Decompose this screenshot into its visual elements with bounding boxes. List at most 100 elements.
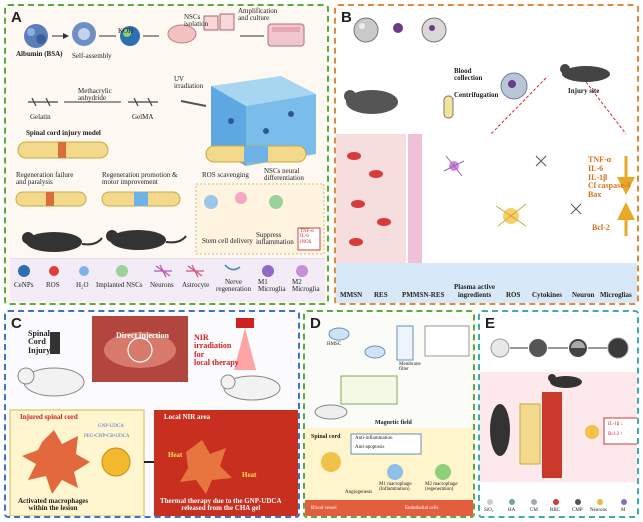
m1-macrophage-label: M1 macrophage (Inflammation) xyxy=(379,482,412,493)
cytokine-il1b: IL-1β xyxy=(588,172,608,182)
injury-site-label: Injury site xyxy=(568,87,600,95)
vesicle-box xyxy=(424,325,470,357)
blood-vessel xyxy=(336,134,406,264)
panel-b: B Blood collection Centrifugation Injury… xyxy=(334,4,639,305)
panel-b-legend-bg xyxy=(336,263,637,303)
regeneration-promotion-icon xyxy=(101,191,181,207)
res-molecule-icon xyxy=(393,23,403,33)
panel-d: D Membrane filter HMSC Magnetic field Sp… xyxy=(303,310,475,518)
neuron-cells xyxy=(443,155,527,227)
ros-legend-icon xyxy=(49,266,59,276)
neuron-legend-icon xyxy=(154,264,172,278)
nsc-legend-icon xyxy=(116,265,128,277)
koh-label: KOH xyxy=(118,27,134,35)
vessel-wall xyxy=(542,392,562,478)
neuron-icon xyxy=(321,452,341,472)
panel-e: E IL-1β ↓ Bcl-2 ↑ SiO₂ HA CM RBC CMP Neu… xyxy=(478,310,639,518)
panel-c-letter: C xyxy=(11,315,22,332)
legend-ros: ROS xyxy=(46,281,60,289)
legend-pmmsn-res: PMMSN-RES xyxy=(402,290,445,299)
regen-failure-label: Regeneration failure and paralysis xyxy=(16,171,74,187)
angiogenesis-label: Angiogenesis xyxy=(345,490,373,495)
injured-spinal-cord-label: Injured spinal cord xyxy=(20,413,78,421)
spinal-cord-segment xyxy=(519,403,541,465)
scaffold-implant-icon xyxy=(205,145,307,163)
direct-injection-label: Direct injection xyxy=(116,331,169,340)
heat-label-1: Heat xyxy=(168,451,183,459)
heat-label-2: Heat xyxy=(242,471,257,479)
nsc-differentiation-label: NSCs neural differentiation xyxy=(264,167,304,183)
pmmsn-res-icon xyxy=(500,72,528,100)
legend-ha: HA xyxy=(508,508,516,513)
legend-m2: M2 Microglia xyxy=(292,278,320,294)
nerve-legend-icon xyxy=(224,264,241,271)
gnp-udca-particle-icon xyxy=(101,447,131,477)
mmsn-particle-icon xyxy=(353,17,379,43)
injured-rat-icon xyxy=(17,367,85,397)
cytokine-down-label: IL-1β ↓ xyxy=(608,422,624,427)
cytokine-bax: Bax xyxy=(588,190,602,200)
anti-apoptosis-label: Anti-apoptosis xyxy=(355,445,385,450)
stem-cell-delivery-label: Stem cell delivery xyxy=(202,237,253,245)
panel-e-legend-icons xyxy=(487,499,627,505)
ceria-nanoparticle-icon xyxy=(120,26,140,46)
cytokine-box-label: TNF-α IL-6 iNOS xyxy=(300,229,314,245)
paralyzed-mouse-icon xyxy=(22,232,103,252)
albumin-icon xyxy=(24,24,48,48)
thermal-therapy-label: Thermal therapy due to the GNP-UDCA rele… xyxy=(160,497,282,513)
gelma-label: GelMA xyxy=(132,113,154,121)
legend-res: RES xyxy=(374,290,388,299)
legend-sio2: SiO₂ xyxy=(484,508,494,513)
marker-box xyxy=(603,417,637,445)
spinal-cord-model-icon xyxy=(17,141,109,159)
blood-collection-label: Blood collection xyxy=(454,67,483,83)
astrocyte-legend-icon xyxy=(186,264,204,278)
microglia-cells xyxy=(535,155,582,215)
spinal-cord-injury-label: Spinal Cord Injury xyxy=(28,329,51,355)
nanoparticle-synthesis-row xyxy=(490,337,629,359)
mouse-icon xyxy=(548,374,582,388)
legend-ceria: CeNPs xyxy=(14,281,34,289)
blood-vessel-label: Blood vessel xyxy=(311,506,337,511)
activated-macrophage-icon xyxy=(22,430,90,494)
regen-promotion-label: Regeneration promotion & motor improveme… xyxy=(102,171,178,187)
formula-label: PEG•GNP•CB•UDCA xyxy=(84,434,130,439)
gelatin-label: Gelatin xyxy=(30,113,51,121)
centrifugation-label: Centrifugation xyxy=(454,91,499,99)
uv-arrow xyxy=(180,100,207,107)
legend-water: H₂O xyxy=(76,281,89,289)
legend-neuron: Neuron xyxy=(572,290,595,299)
m1-macrophage-icon xyxy=(387,464,403,480)
legend-rbc: RBC xyxy=(550,508,561,513)
panel-d-artwork xyxy=(305,325,473,516)
panel-b-artwork xyxy=(336,17,635,264)
legend-nerve: Nerve regeneration xyxy=(216,278,251,294)
nscs-isolation-label: NSCs isolation xyxy=(184,13,209,29)
legend-cytokines: Cytokines xyxy=(532,290,562,299)
treated-rat-icon xyxy=(220,374,281,401)
panel-a-artwork xyxy=(15,13,325,255)
legend-ros: ROS xyxy=(506,290,521,299)
anti-box xyxy=(350,433,422,455)
ceria-legend-icon xyxy=(18,265,30,277)
blood-tube-icon xyxy=(443,95,454,119)
panel-e-letter: E xyxy=(485,315,496,332)
membrane-filter-label: Membrane filter xyxy=(399,362,421,373)
m2-macrophage-icon xyxy=(435,464,451,480)
gelatin-structure-icon xyxy=(28,97,58,107)
magnetic-field-label: Magnetic field xyxy=(375,420,412,426)
recovered-mouse-icon xyxy=(106,230,187,250)
cytokine-list: TNF-α IL-6 IL-1β Cl caspase-3 Bax xyxy=(588,155,630,200)
mouse-brain-icon xyxy=(167,24,197,44)
legend-astrocyte: Astrocyte xyxy=(182,281,210,289)
neuron-cell-icon xyxy=(585,425,599,439)
self-assembly-label: Self-assembly xyxy=(72,52,112,60)
m2-macrophage-label: M2 macrophage (regeneration) xyxy=(425,482,458,493)
red-blood-cells xyxy=(347,152,391,246)
legend-cmp: CMP xyxy=(572,508,583,513)
self-assembly-icon xyxy=(72,22,96,46)
uv-label: UV irradiation xyxy=(174,75,204,91)
spinal-cord-label: Spinal cord xyxy=(311,434,341,440)
bcl2-label: Bcl-2 xyxy=(592,223,610,232)
legend-neurons: Neurons xyxy=(150,281,174,289)
